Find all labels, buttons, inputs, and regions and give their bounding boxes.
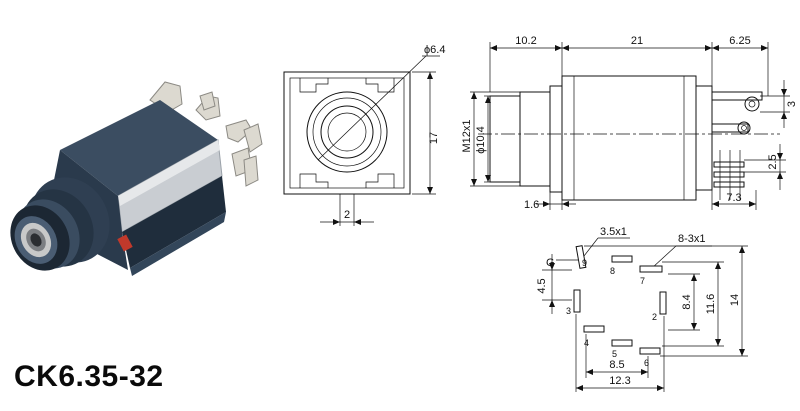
pad-4 [583,325,605,333]
dim-4-5: 4.5 [536,278,548,293]
pad-2 [659,291,667,315]
dim-2-5: 2.5 [767,154,779,169]
dim-6-25: 6.25 [729,35,750,47]
dim-10-2: 10.2 [515,35,536,47]
front-view: ϕ6.4 17 2 [283,44,445,226]
dim-21: 21 [631,35,643,47]
barrel-dia-label: ϕ10.4 [475,126,487,154]
dim-11-6: 11.6 [705,294,717,315]
height-dim-label: 17 [428,132,440,144]
pad-9 [575,245,587,269]
pin-number-6: 6 [644,358,649,368]
pad-6 [639,347,661,355]
side-view: 10.2 21 6.25 3 [461,35,798,211]
terminal-pins [149,81,263,187]
dim-8-4: 8.4 [681,294,693,309]
threaded-barrel [10,177,110,271]
dim-3: 3 [786,101,798,107]
dim-12-3: 12.3 [609,375,630,387]
pad-3 [573,289,581,313]
pcb-layout: 3.5x1 8-3x1 G 9 8 7 3 2 4 5 6 4.5 [536,226,748,392]
part-number-title: CK6.35-32 [14,360,164,393]
pin-number-9: 9 [582,258,587,268]
red-marker [117,234,133,252]
pin-number-2: 2 [652,312,657,322]
pin-number-8: 8 [610,266,615,276]
thread-label: M12x1 [461,119,473,152]
pad-8 [611,255,633,263]
pad-7 [639,265,663,273]
front-outline [283,71,411,195]
jack-photo [10,81,263,276]
dim-14: 14 [729,294,741,306]
pin-number-4: 4 [584,338,589,348]
dim-8-5: 8.5 [609,359,624,371]
pin-number-3: 3 [566,306,571,316]
body-top-face [60,100,218,196]
pad-5 [611,339,633,347]
pin-number-5: 5 [612,349,617,359]
dim-7-3: 7.3 [726,192,741,204]
pad-callout-8-3x1: 8-3x1 [678,233,706,245]
pad-callout-3-5x1: 3.5x1 [600,226,627,238]
bore-dia-label: ϕ6.4 [424,44,445,56]
pin-number-7: 7 [640,276,645,286]
side-body [561,75,697,201]
dim-1-6: 1.6 [524,199,539,211]
pin-gap-dim-label: 2 [344,209,350,221]
